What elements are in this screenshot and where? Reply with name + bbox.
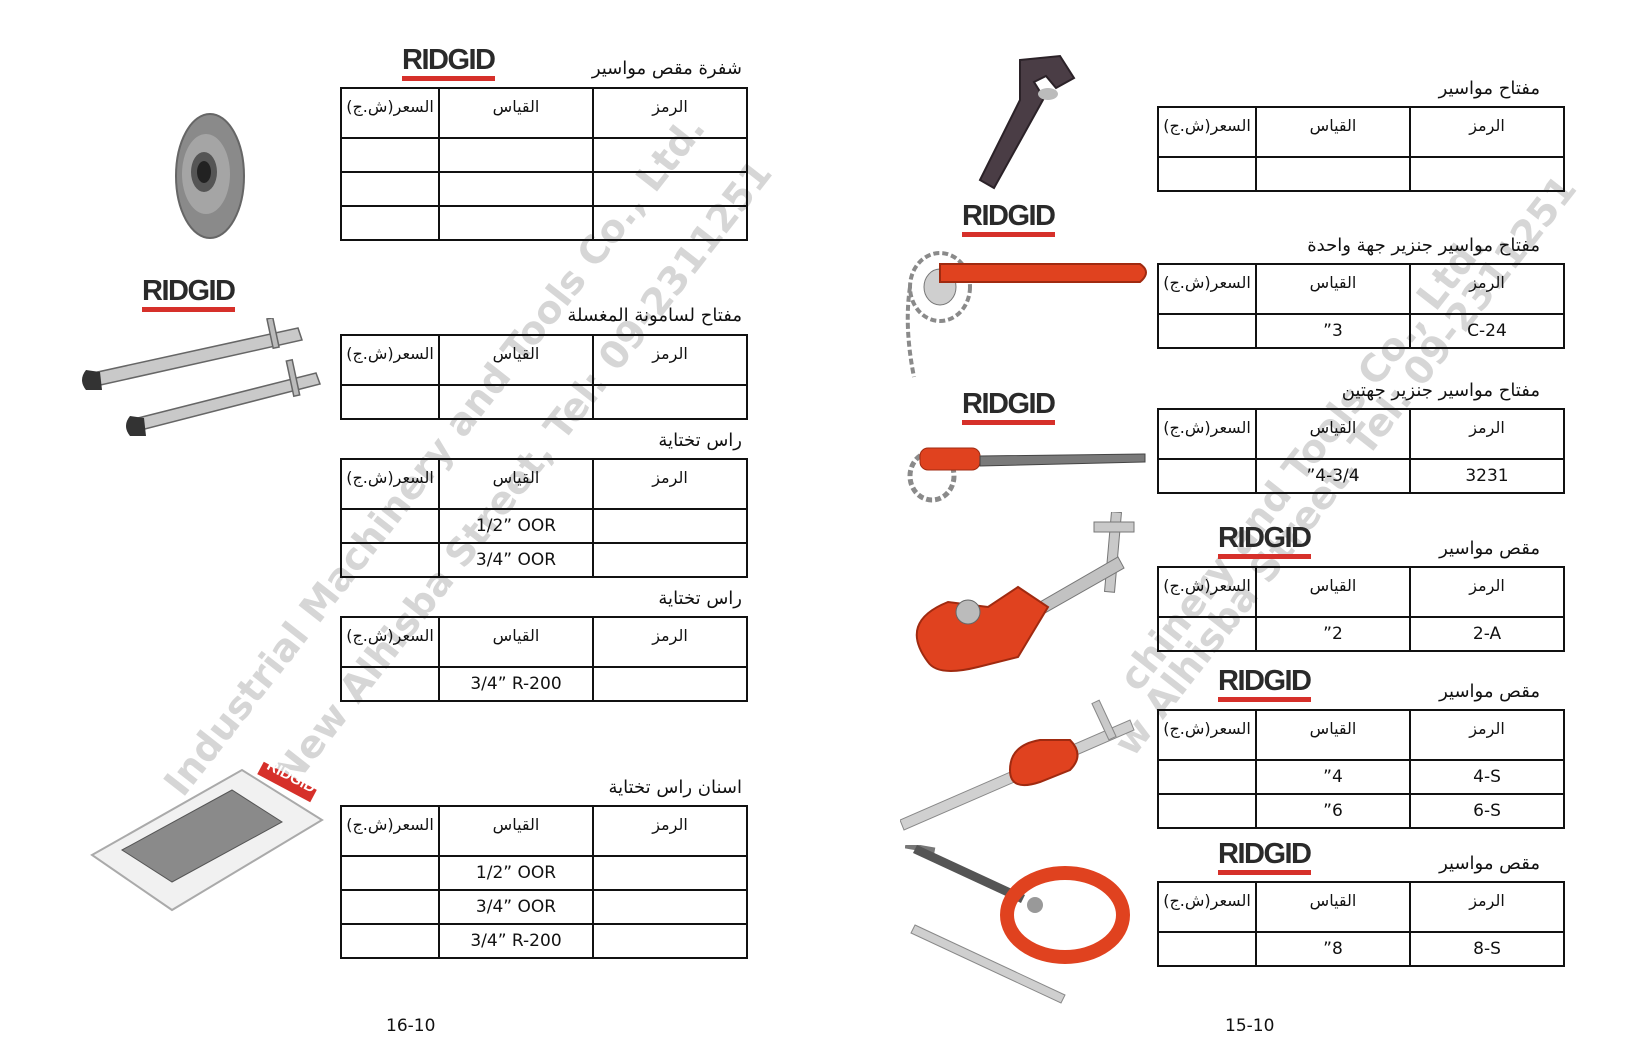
col-price: السعر(ش.ج): [1157, 263, 1257, 315]
section-title: مفتاح مواسير جنزير جهتين: [1341, 380, 1540, 401]
chain-wrench-single-image: [905, 251, 1147, 378]
col-size: القياس: [1255, 566, 1411, 618]
section-title: مفتاح مواسير جنزير جهة واحدة: [1307, 235, 1540, 256]
col-price: السعر(ش.ج): [340, 616, 440, 668]
col-price: السعر(ش.ج): [1157, 566, 1257, 618]
col-price: السعر(ش.ج): [1157, 408, 1257, 460]
col-size: القياس: [1255, 881, 1411, 933]
col-code: الرمز: [592, 334, 748, 386]
col-code: الرمز: [1409, 263, 1565, 315]
col-code: الرمز: [1409, 881, 1565, 933]
col-size: القياس: [1255, 106, 1411, 158]
page-number: 16-10: [386, 1016, 436, 1036]
table-row: 1/2” OOR: [340, 508, 748, 544]
col-price: السعر(ش.ج): [1157, 881, 1257, 933]
table-row: 3/4” OOR: [340, 542, 748, 578]
col-code: الرمز: [1409, 408, 1565, 460]
ridgid-logo: RIDGID: [962, 388, 1056, 425]
col-code: الرمز: [592, 458, 748, 510]
col-code: الرمز: [592, 805, 748, 857]
section-title: راس تختاية: [658, 430, 742, 451]
table-row: [340, 137, 748, 173]
section-title: مقص مواسير: [1439, 853, 1540, 874]
section-title: مفتاح لسامونة المغسلة: [567, 305, 742, 326]
pipe-cutter-4s-image: [900, 699, 1135, 831]
die-pack-image: RIDGID: [90, 760, 324, 912]
ridgid-logo: RIDGID: [1218, 522, 1312, 559]
table-row: [340, 384, 748, 420]
col-size: القياس: [438, 805, 594, 857]
col-code: الرمز: [592, 616, 748, 668]
page-number: 15-10: [1225, 1016, 1275, 1036]
col-code: الرمز: [1409, 106, 1565, 158]
chain-wrench-double-image: [907, 447, 1146, 503]
section-title: مقص مواسير: [1439, 681, 1540, 702]
pipe-cutter-8s-image: [905, 845, 1130, 1004]
table-row: [1157, 156, 1565, 192]
col-price: السعر(ش.ج): [340, 805, 440, 857]
table-row: [340, 205, 748, 241]
section-title: راس تختاية: [658, 588, 742, 609]
col-size: القياس: [438, 616, 594, 668]
col-price: السعر(ش.ج): [340, 87, 440, 139]
col-price: السعر(ش.ج): [1157, 106, 1257, 158]
col-price: السعر(ش.ج): [340, 458, 440, 510]
section-title: شفرة مقص مواسير: [591, 58, 742, 79]
table-row: 3/4” OOR: [340, 889, 748, 925]
cutter-wheel-image: [175, 113, 245, 239]
table-row: [340, 171, 748, 207]
section-title: مقص مواسير: [1439, 538, 1540, 559]
ridgid-logo: RIDGID: [962, 200, 1056, 237]
section-title: اسنان راس تختاية: [608, 777, 742, 798]
col-size: القياس: [1255, 709, 1411, 761]
basin-wrench-image: [82, 318, 321, 436]
table-row: 3/4” R-200: [340, 666, 748, 702]
col-price: السعر(ش.ج): [1157, 709, 1257, 761]
col-price: السعر(ش.ج): [340, 334, 440, 386]
col-size: القياس: [438, 87, 594, 139]
ridgid-logo: RIDGID: [402, 44, 496, 81]
pipe-cutter-2a-image: [915, 512, 1135, 672]
pipe-wrench-image: [978, 54, 1076, 190]
col-size: القياس: [1255, 263, 1411, 315]
section-title: مفتاح مواسير: [1438, 78, 1540, 99]
ridgid-logo: RIDGID: [1218, 838, 1312, 875]
col-code: الرمز: [1409, 709, 1565, 761]
ridgid-logo: RIDGID: [1218, 665, 1312, 702]
col-code: الرمز: [592, 87, 748, 139]
col-size: القياس: [438, 334, 594, 386]
col-size: القياس: [438, 458, 594, 510]
ridgid-logo: RIDGID: [142, 275, 236, 312]
table-row: 3/4” R-200: [340, 923, 748, 959]
col-size: القياس: [1255, 408, 1411, 460]
col-code: الرمز: [1409, 566, 1565, 618]
table-row: 1/2” OOR: [340, 855, 748, 891]
